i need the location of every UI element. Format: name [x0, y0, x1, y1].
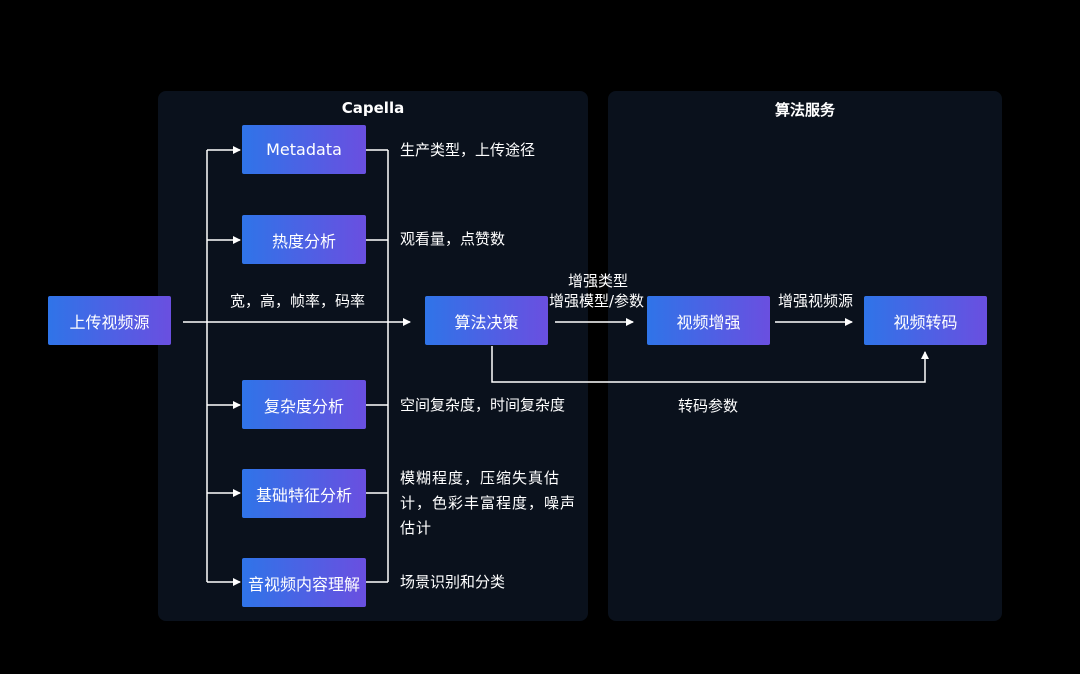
label-video-props: 宽，高，帧率，码率 — [230, 292, 366, 310]
label-enhance-type: 增强类型 — [568, 272, 629, 290]
capella-panel: Capella — [158, 91, 588, 621]
node-metadata[interactable]: Metadata — [242, 125, 366, 174]
node-video-transcode[interactable]: 视频转码 — [864, 296, 987, 345]
label-complexity-info: 空间复杂度，时间复杂度 — [400, 396, 566, 414]
label-popularity-info: 观看量，点赞数 — [400, 230, 506, 248]
algo-service-title: 算法服务 — [774, 101, 835, 119]
node-upload-source[interactable]: 上传视频源 — [48, 296, 171, 345]
node-content-understanding[interactable]: 音视频内容理解 — [242, 558, 366, 607]
node-basic-feature-analysis[interactable]: 基础特征分析 — [242, 469, 366, 518]
label-metadata-info: 生产类型，上传途径 — [400, 141, 536, 159]
capella-title: Capella — [341, 99, 405, 117]
node-popularity-analysis[interactable]: 热度分析 — [242, 215, 366, 264]
label-basic-features-info: 模糊程度，压缩失真估计，色彩丰富程度，噪声估计 — [400, 469, 577, 537]
node-video-enhance[interactable]: 视频增强 — [647, 296, 770, 345]
label-enhanced-source: 增强视频源 — [778, 292, 854, 310]
algo-service-panel: 算法服务 — [608, 91, 1002, 621]
label-content-info: 场景识别和分类 — [400, 573, 506, 591]
node-complexity-analysis[interactable]: 复杂度分析 — [242, 380, 366, 429]
node-algorithm-decision[interactable]: 算法决策 — [425, 296, 548, 345]
label-enhance-model: 增强模型/参数 — [549, 292, 645, 310]
label-transcode-params: 转码参数 — [678, 397, 739, 415]
decision-to-transcode — [491, 346, 929, 383]
